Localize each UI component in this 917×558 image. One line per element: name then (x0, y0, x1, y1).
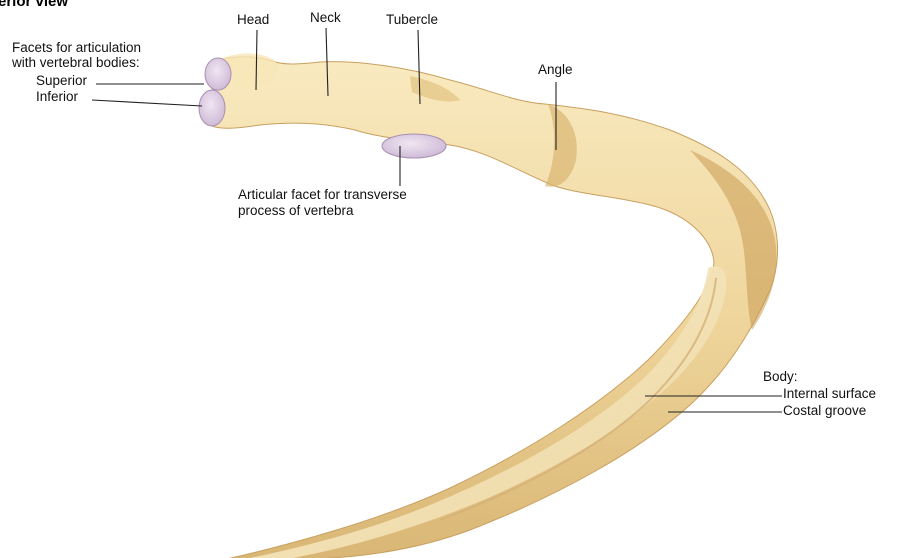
transverse-articular-facet (382, 134, 446, 158)
inferior-facet (199, 90, 225, 126)
label-angle: Angle (538, 62, 573, 77)
label-neck: Neck (310, 10, 341, 25)
label-articular-line1: Articular facet for transverse (238, 187, 407, 202)
label-costal-groove: Costal groove (783, 403, 866, 418)
label-tubercle: Tubercle (386, 12, 438, 27)
rib-bone (199, 53, 778, 558)
label-facets-line1: Facets for articulation (12, 40, 141, 55)
label-body: Body: (763, 369, 798, 384)
label-superior: Superior (36, 73, 88, 88)
label-facets-line2: with vertebral bodies: (11, 55, 140, 70)
label-inferior: Inferior (36, 89, 79, 104)
label-internal-surface: Internal surface (783, 386, 876, 401)
label-articular-line2: process of vertebra (238, 203, 354, 218)
leader-inferior (92, 100, 202, 106)
label-head: Head (237, 12, 269, 27)
superior-facet (205, 58, 231, 90)
figure-title: erior view (0, 0, 68, 10)
